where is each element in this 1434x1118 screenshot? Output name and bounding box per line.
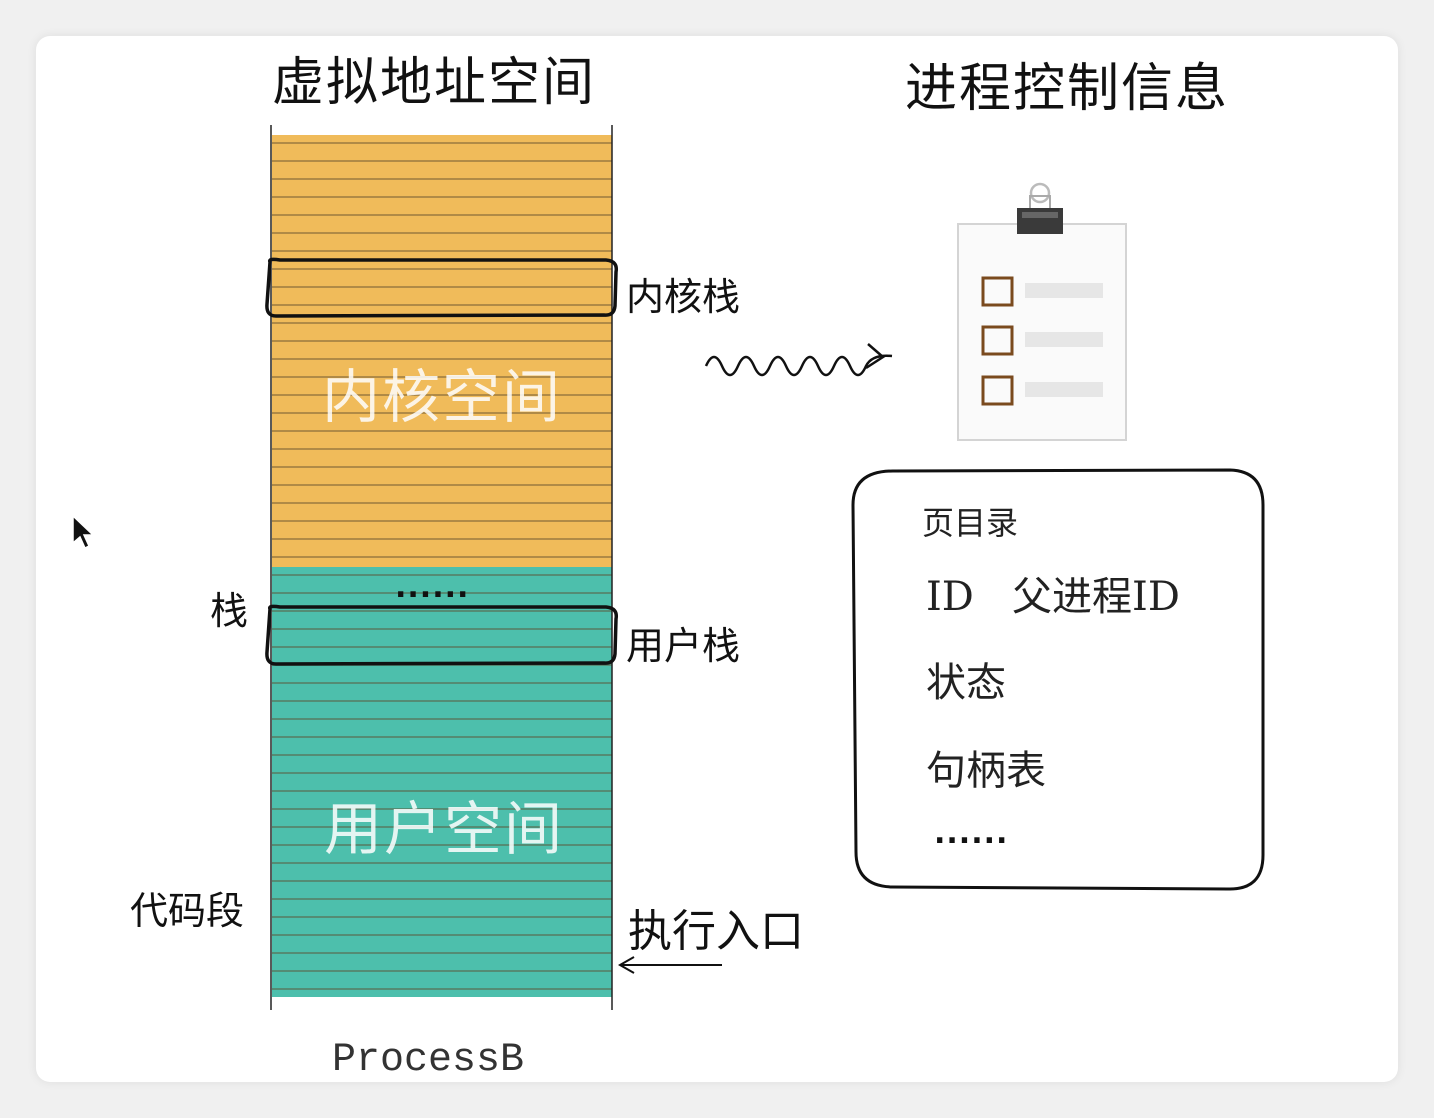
process-control-info-title: 进程控制信息 — [905, 59, 1230, 119]
entry-point-label: 执行入口 — [628, 906, 804, 957]
user-stack-box — [265, 604, 619, 666]
pcb-box — [851, 468, 1265, 891]
mouse-pointer-icon — [72, 514, 95, 550]
pcb-ellipsis: ...... — [934, 816, 1009, 851]
virtual-address-space-title: 虚拟地址空间 — [272, 53, 597, 113]
user-space-block — [272, 567, 612, 997]
kernel-space-block — [272, 135, 612, 567]
code-segment-label: 代码段 — [130, 889, 245, 933]
kernel-stack-label: 内核栈 — [626, 275, 741, 319]
pcb-handle-table: 句柄表 — [926, 748, 1046, 794]
kernel-space-label: 内核空间 — [322, 363, 563, 431]
stack-ellipsis: ...... — [395, 570, 470, 605]
clipboard-checklist-icon — [957, 182, 1127, 441]
user-stack-label: 用户栈 — [626, 624, 741, 668]
entry-arrow-icon — [617, 956, 722, 974]
pcb-id-line: ID 父进程ID — [926, 574, 1180, 620]
pcb-page-directory: 页目录 — [922, 504, 1019, 542]
kernel-stack-box — [265, 257, 619, 318]
wavy-arrow-icon — [704, 343, 893, 377]
pcb-state: 状态 — [926, 660, 1006, 706]
user-space-label: 用户空间 — [324, 795, 565, 863]
process-name-caption: ProcessB — [332, 1038, 525, 1083]
stack-label: 栈 — [210, 589, 249, 633]
